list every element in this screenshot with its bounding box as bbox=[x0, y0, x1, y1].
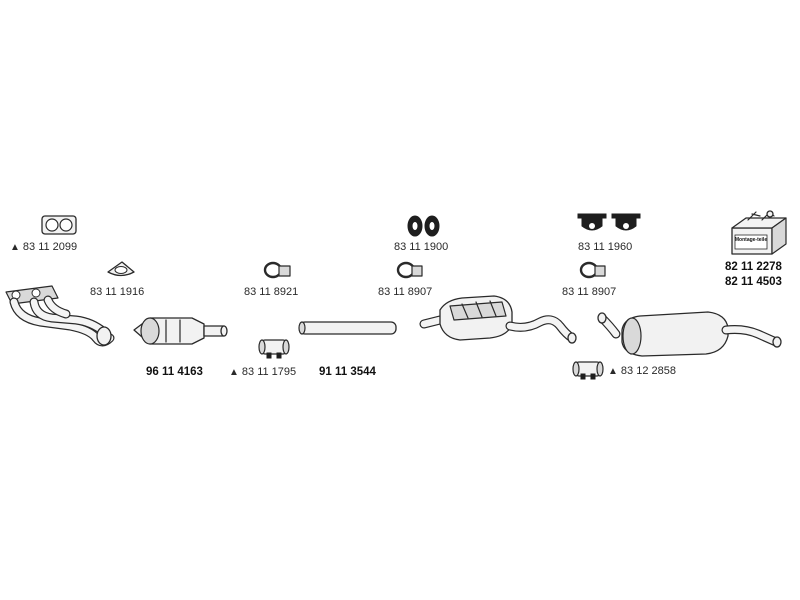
mounting-kit-box-icon: Montage-teile bbox=[731, 210, 787, 255]
part-label-rubber-mount-mid: 83 11 1900 bbox=[394, 241, 449, 253]
rubber-mount-icon bbox=[407, 215, 440, 237]
middle-silencer-icon bbox=[419, 295, 577, 344]
clamp-icon bbox=[579, 261, 606, 279]
part-label-clamp-mid: 83 11 8907 bbox=[378, 286, 433, 298]
part-label-sleeve-clamp: ▲83 11 1795 bbox=[229, 366, 297, 378]
middle-pipe-icon bbox=[298, 321, 397, 335]
gasket-ring-icon bbox=[107, 261, 135, 277]
clamp-icon bbox=[263, 261, 291, 279]
part-label-clamp-cat: 83 11 8921 bbox=[244, 286, 299, 298]
catalytic-converter-icon bbox=[133, 317, 228, 345]
front-pipe-icon bbox=[5, 285, 115, 347]
kit-box-label: Montage-teile bbox=[735, 237, 767, 243]
part-label-clamp-rear: 83 11 8907 bbox=[562, 286, 617, 298]
rear-silencer-icon bbox=[597, 311, 782, 357]
part-label-mounting-kit-1: 82 11 2278 bbox=[725, 261, 782, 273]
part-label-gasket-ring: 83 11 1916 bbox=[90, 286, 145, 298]
part-label-catalytic-converter: 96 11 4163 bbox=[146, 366, 203, 378]
sleeve-clamp-icon bbox=[258, 339, 290, 359]
part-label-rubber-mount-rear: 83 11 1960 bbox=[578, 241, 633, 253]
part-label-gasket-front: ▲83 11 2099 bbox=[10, 241, 78, 253]
clamp-icon bbox=[396, 261, 423, 279]
part-label-mounting-kit-2: 82 11 4503 bbox=[725, 276, 782, 288]
front-gasket-icon bbox=[41, 215, 77, 235]
sleeve-clamp-icon bbox=[572, 361, 604, 380]
part-label-sleeve-clamp-rear: ▲83 12 2858 bbox=[608, 365, 676, 377]
part-label-middle-pipe: 91 11 3544 bbox=[319, 366, 376, 378]
rear-hanger-icon bbox=[577, 213, 641, 231]
